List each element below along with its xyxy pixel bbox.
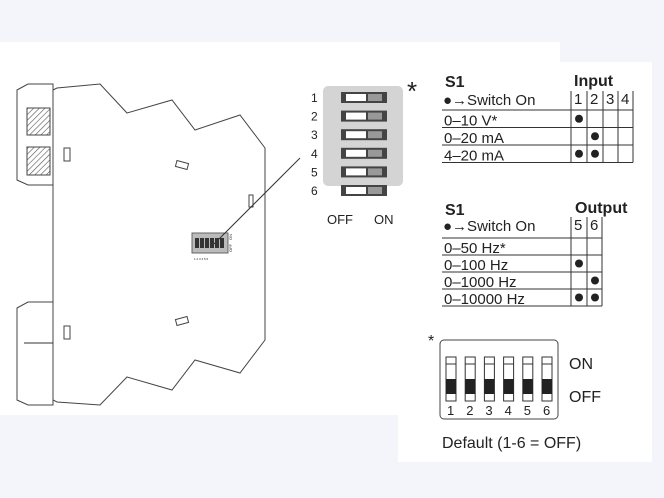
row-label: 0–20 mA <box>444 130 504 147</box>
switch-number: 5 <box>524 403 531 418</box>
switch-on-legend: ●→Switch On <box>443 218 535 235</box>
default-switch-5 <box>522 356 534 402</box>
switch-slider <box>346 131 366 139</box>
switch-lever <box>542 379 552 394</box>
default-off-label: OFF <box>569 389 601 406</box>
device-on-label: ON <box>228 234 233 240</box>
switch-number: 4 <box>505 403 512 418</box>
input-table-title: S1 <box>445 74 465 91</box>
switch-on-dot <box>575 293 583 302</box>
column-header-5: 5 <box>574 217 582 234</box>
row-label: 0–100 Hz <box>444 257 508 274</box>
table-row: 4–20 mA <box>442 148 633 165</box>
switch-slider <box>346 149 366 157</box>
switch-lever <box>465 379 476 394</box>
column-header-3: 3 <box>606 91 614 108</box>
switch-number: 2 <box>311 110 318 124</box>
switch-on-dot <box>591 132 599 141</box>
column-header-2: 2 <box>590 91 598 108</box>
switch-on-legend: ●→Switch On <box>443 92 535 109</box>
default-switch-2 <box>464 356 476 402</box>
enlarged-dip-switch: 1 2 3 4 5 6 <box>311 86 403 198</box>
switch-number: 4 <box>311 147 318 161</box>
table-row: 0–20 mA <box>442 130 633 147</box>
row-label: 0–50 Hz* <box>444 240 506 257</box>
switch-slot-4 <box>341 147 387 159</box>
terminal-hatched-1 <box>26 107 51 136</box>
switch-number: 5 <box>311 165 318 179</box>
off-label: OFF <box>327 212 353 227</box>
switch-slider <box>346 112 366 120</box>
row-label: 0–1000 Hz <box>444 274 517 291</box>
table-row: 0–50 Hz* <box>442 240 602 257</box>
table-row: 0–10000 Hz <box>442 291 602 308</box>
switch-number: 3 <box>485 403 492 418</box>
default-switch-4 <box>503 356 515 402</box>
row-label: 0–10000 Hz <box>444 291 525 308</box>
switch-lever <box>503 379 514 394</box>
default-switch-1 <box>445 356 457 402</box>
column-header-4: 4 <box>621 91 629 108</box>
switch-slider <box>346 168 366 176</box>
row-label: 0–10 V* <box>444 113 498 130</box>
row-label: 4–20 mA <box>444 148 504 165</box>
switch-on-dot <box>591 293 599 302</box>
table-row: 0–10 V* <box>442 113 633 130</box>
switch-on-dot <box>575 149 583 158</box>
bottom-connector <box>16 301 54 406</box>
switch-slot-1 <box>341 92 387 103</box>
default-on-label: ON <box>569 356 593 373</box>
switch-slot-3 <box>341 129 387 141</box>
switch-lever <box>484 379 495 394</box>
output-table-heading: Output <box>575 200 628 217</box>
asterisk-mark: * <box>407 76 417 106</box>
output-table-title: S1 <box>445 202 465 219</box>
switch-slot-5 <box>341 166 387 178</box>
switch-number: 2 <box>466 403 473 418</box>
switch-number: 6 <box>311 184 318 198</box>
column-header-1: 1 <box>574 91 582 108</box>
switch-number: 6 <box>543 403 550 418</box>
leader-line <box>213 157 301 245</box>
column-header-6: 6 <box>590 217 598 234</box>
switch-slot-6 <box>341 185 387 196</box>
switch-lever <box>446 379 456 394</box>
switch-on-dot <box>591 149 599 158</box>
device-dip-switch: 1 2 3 4 5 6 OFF ON <box>191 232 233 261</box>
switch-on-dot <box>591 276 599 285</box>
device-switch-numbers: 1 2 3 4 5 6 <box>194 257 209 261</box>
switch-on-dot <box>575 259 583 268</box>
device-housing: 1 2 3 4 5 6 OFF ON <box>16 83 301 406</box>
switch-slider <box>346 94 366 101</box>
default-switch-6 <box>541 356 553 402</box>
terminal-hatched-2 <box>26 146 51 176</box>
input-table-heading: Input <box>574 73 614 90</box>
table-row: 0–1000 Hz <box>442 274 602 291</box>
device-off-label: OFF <box>228 243 233 252</box>
switch-on-dot <box>575 114 583 123</box>
default-asterisk: * <box>428 333 434 350</box>
switch-slot-2 <box>341 110 387 122</box>
switch-slider <box>346 187 366 194</box>
switch-number: 3 <box>311 128 318 142</box>
switch-number: 1 <box>311 91 318 105</box>
default-switch-3 <box>483 356 495 402</box>
switch-lever <box>522 379 533 394</box>
default-caption: Default (1-6 = OFF) <box>442 435 581 452</box>
on-label: ON <box>374 212 394 227</box>
table-row: 0–100 Hz <box>442 257 602 274</box>
switch-number: 1 <box>447 403 454 418</box>
